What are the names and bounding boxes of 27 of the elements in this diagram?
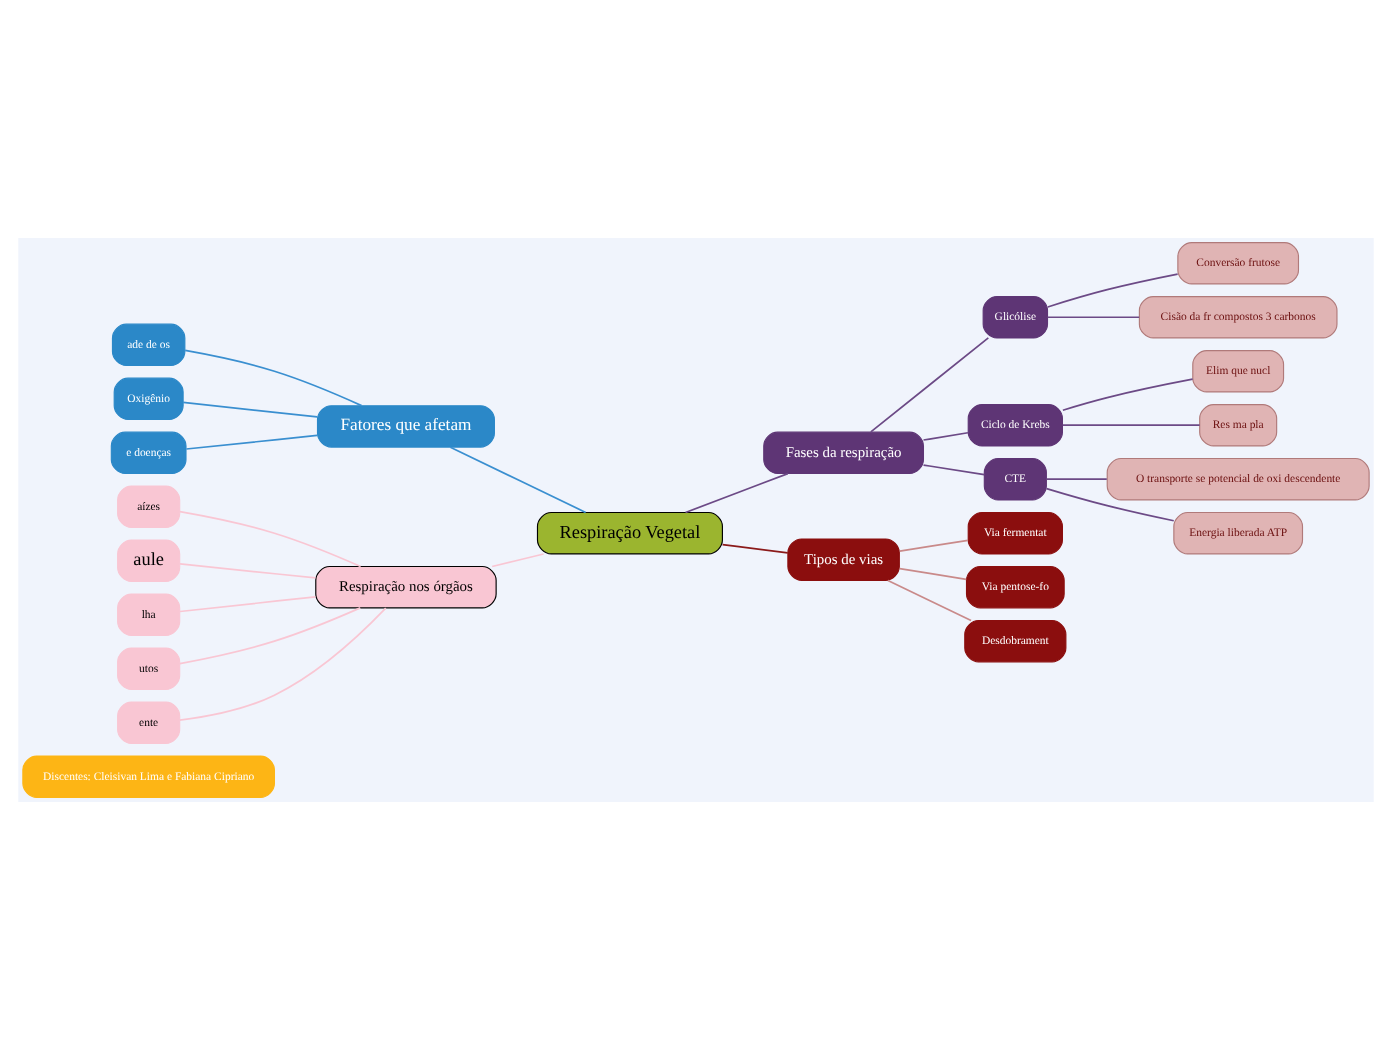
connector bbox=[185, 434, 319, 450]
connector bbox=[178, 607, 387, 721]
connector bbox=[870, 337, 990, 433]
connector bbox=[449, 446, 587, 514]
connector bbox=[721, 543, 789, 554]
connector bbox=[491, 553, 545, 568]
connector bbox=[1062, 378, 1194, 412]
connector bbox=[898, 567, 968, 581]
connector bbox=[182, 401, 318, 418]
connector bbox=[179, 510, 362, 568]
connector bbox=[898, 539, 969, 552]
node-box: Respiração Vegetal bbox=[536, 511, 723, 555]
node-box: aule bbox=[117, 539, 181, 583]
connector bbox=[179, 607, 362, 665]
connector bbox=[184, 349, 363, 407]
connector bbox=[1046, 273, 1179, 308]
connector bbox=[179, 596, 317, 613]
connector bbox=[887, 579, 972, 622]
connector bbox=[1045, 487, 1175, 522]
connector bbox=[922, 464, 986, 476]
connector bbox=[1061, 424, 1201, 427]
connector bbox=[179, 563, 317, 579]
connector bbox=[684, 472, 789, 514]
connector bbox=[1046, 316, 1141, 319]
node-box: Fatores que afetam bbox=[316, 405, 495, 448]
connector bbox=[922, 431, 969, 441]
connector bbox=[1045, 478, 1108, 481]
